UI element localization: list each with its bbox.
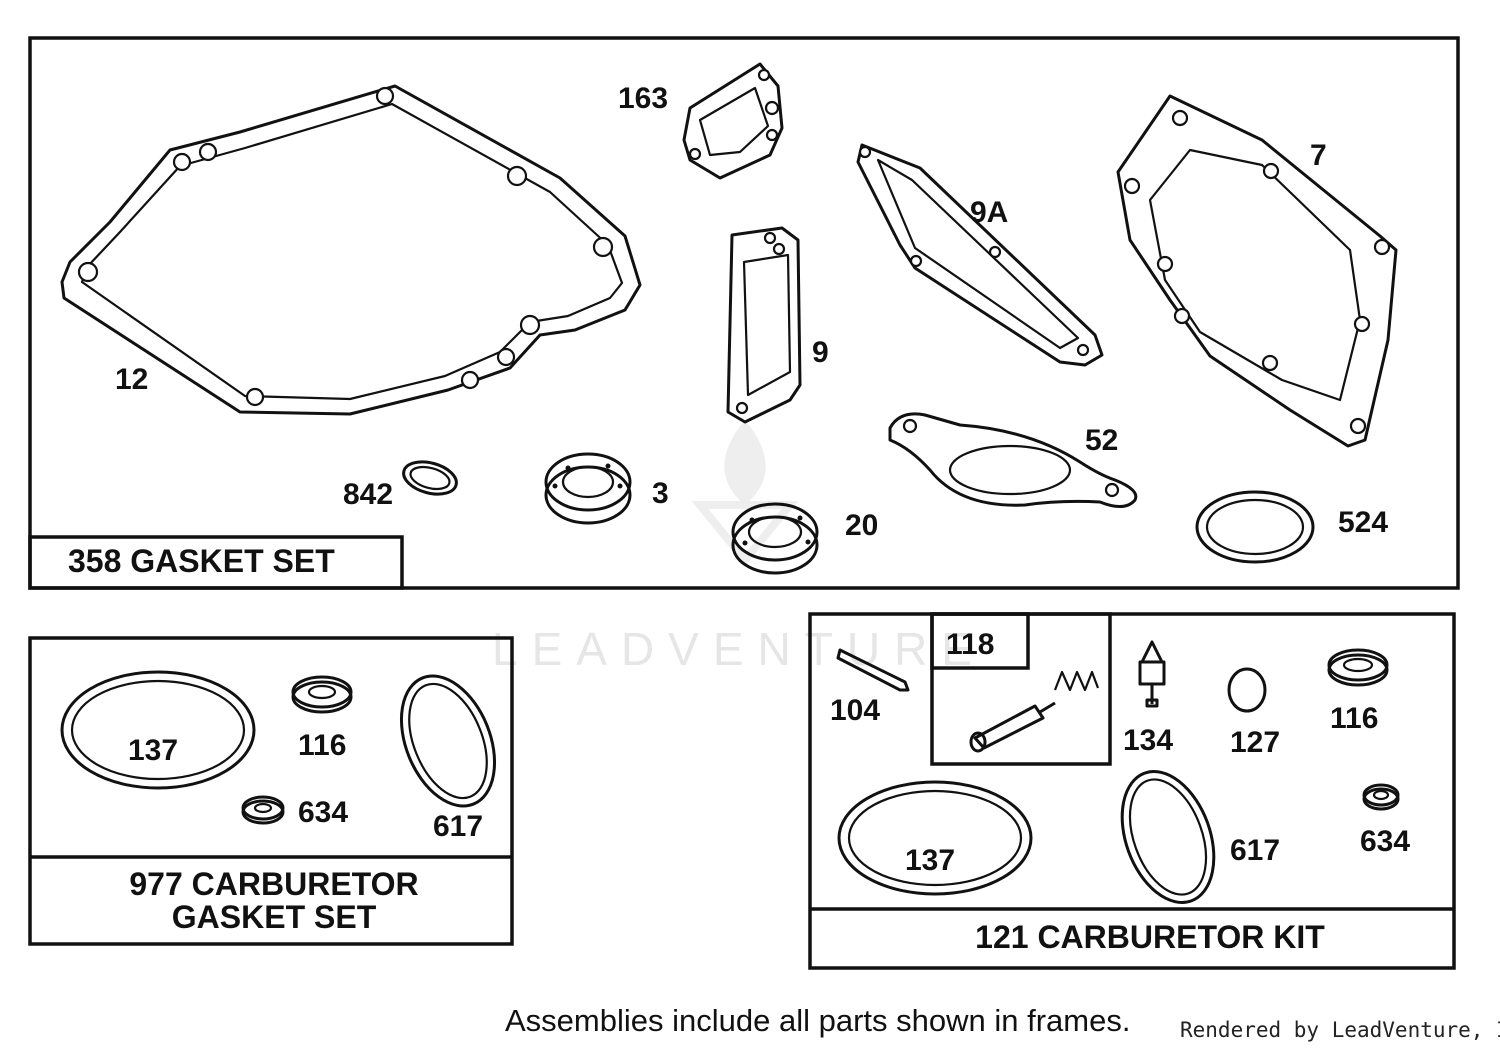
carb-kit-label-104: 104: [830, 694, 880, 727]
carb-kit-label-634: 634: [1360, 825, 1410, 858]
part-104-pin[interactable]: [836, 648, 910, 692]
part-label-842: 842: [343, 478, 393, 511]
part-134-needle[interactable]: [1138, 640, 1166, 708]
carb-kit-label-617: 617: [1230, 834, 1280, 867]
carb-gasket-set-title-line2: GASKET SET: [172, 899, 377, 935]
part-12-gasket[interactable]: [60, 84, 642, 416]
watermark: LEADVENTURE: [492, 420, 986, 675]
carb-gasket-634-washer[interactable]: [241, 795, 285, 825]
carb-gasket-116-washer[interactable]: [291, 675, 353, 714]
part-label-52: 52: [1085, 424, 1118, 457]
part-163-gasket[interactable]: [682, 62, 784, 180]
part-617-ring[interactable]: [1105, 759, 1230, 916]
part-118-mixture-screw[interactable]: [969, 670, 1100, 753]
carb-kit-title: 121 CARBURETOR KIT: [975, 919, 1325, 955]
part-137-ring[interactable]: [837, 780, 1033, 896]
carb-gasket-label-634: 634: [298, 796, 348, 829]
gasket-set-frame: [28, 36, 1460, 590]
part-9-gasket[interactable]: [726, 226, 802, 424]
assemblies-note: Assemblies include all parts shown in fr…: [505, 1003, 1131, 1038]
part-116-washer[interactable]: [1327, 648, 1389, 687]
carb-kit-label-134: 134: [1123, 724, 1173, 757]
carb-kit-label-137: 137: [905, 844, 955, 877]
watermark-text: LEADVENTURE: [492, 623, 986, 675]
part-7-head-gasket[interactable]: [1116, 94, 1398, 448]
sub-frame-118-title-box: [930, 612, 1030, 670]
gasket-set-title: 358 GASKET SET: [68, 543, 335, 579]
part-524-ring[interactable]: [1195, 490, 1315, 564]
gasket-set-title-box: [28, 535, 404, 590]
carb-gasket-label-617: 617: [433, 810, 483, 843]
part-label-9: 9: [812, 336, 829, 369]
carb-gasket-set-frame: [28, 636, 514, 946]
carb-gasket-set-title-line1: 977 CARBURETOR: [129, 866, 418, 902]
part-label-12: 12: [115, 363, 148, 396]
carb-gasket-label-116: 116: [298, 729, 346, 762]
part-127-plug[interactable]: [1227, 667, 1267, 713]
part-label-3: 3: [652, 477, 669, 510]
part-20-seal[interactable]: [731, 502, 819, 575]
part-label-7: 7: [1310, 139, 1327, 172]
rendered-by-note: Rendered by LeadVenture, Inc.: [1180, 1018, 1500, 1042]
part-label-524: 524: [1338, 506, 1388, 539]
sub-frame-118-label: 118: [946, 628, 994, 661]
carb-kit-frame: [808, 612, 1456, 970]
part-label-163: 163: [618, 82, 668, 115]
part-9a-gasket[interactable]: [856, 143, 1104, 367]
part-label-20: 20: [845, 509, 878, 542]
part-52-gasket[interactable]: [888, 412, 1138, 508]
carb-gasket-137-ring[interactable]: [60, 670, 256, 790]
carb-gasket-617-ring[interactable]: [384, 662, 513, 820]
carb-gasket-label-137: 137: [128, 734, 178, 767]
part-842-ring[interactable]: [400, 457, 460, 500]
carb-kit-label-116: 116: [1330, 702, 1378, 735]
part-634-washer[interactable]: [1362, 783, 1400, 811]
part-label-9a: 9A: [970, 196, 1008, 229]
carb-kit-label-127: 127: [1230, 726, 1280, 759]
part-3-seal[interactable]: [544, 452, 632, 525]
